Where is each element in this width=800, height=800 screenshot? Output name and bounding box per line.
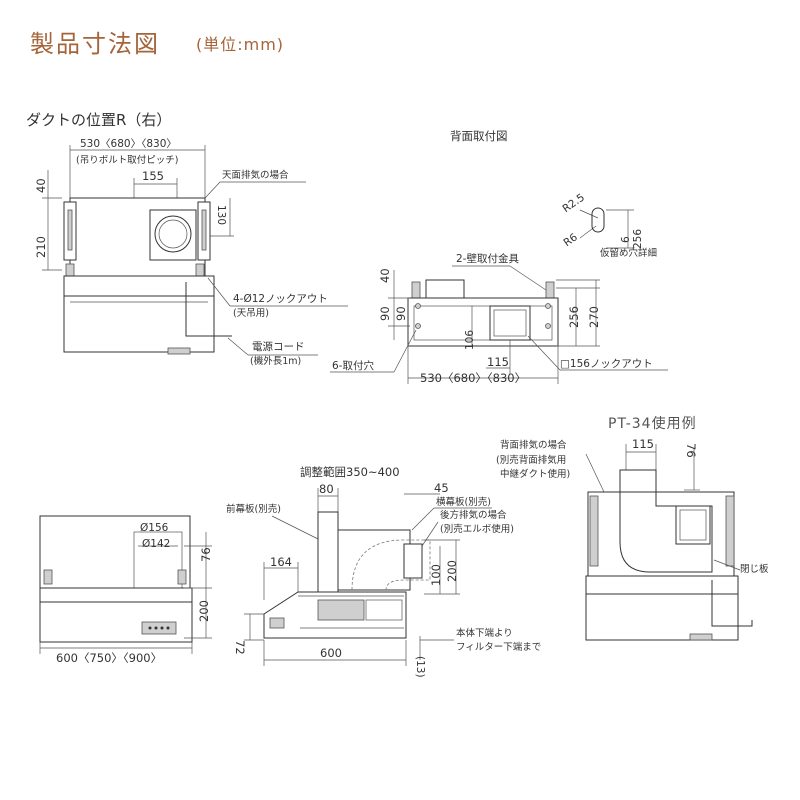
bm-dim-115: 115 bbox=[487, 355, 509, 369]
side-dim-45: 45 bbox=[434, 481, 449, 495]
dim-210: 210 bbox=[34, 236, 48, 258]
side-dim-72: 72 bbox=[233, 640, 247, 655]
dim-40-left: 40 bbox=[34, 178, 48, 193]
knockout-4-label: 4-Ø12ノックアウト bbox=[233, 293, 328, 305]
dim-r6: R6 bbox=[561, 231, 580, 249]
knockout-156-label: □156ノックアウト bbox=[560, 358, 653, 370]
front-view-upper: 530〈680〉〈830〉 (吊りボルト取付ピッチ) 155 天面排気の場合 4… bbox=[34, 138, 348, 367]
side-dim-80: 80 bbox=[319, 482, 334, 496]
body-bottom-label: 本体下端より bbox=[456, 627, 513, 639]
side-dim-600: 600 bbox=[320, 646, 342, 660]
knockout-4-sub: (天吊用) bbox=[233, 308, 269, 319]
dim-155: 155 bbox=[142, 169, 164, 183]
side-panel-label: 横幕板(別売) bbox=[436, 496, 491, 508]
f-dim-142: Ø142 bbox=[142, 538, 170, 550]
back-mount-title: 背面取付図 bbox=[450, 129, 508, 143]
side-dim-13: (13) bbox=[414, 656, 426, 678]
side-dim-200: 200 bbox=[445, 560, 459, 582]
dim-6: 6 bbox=[620, 236, 632, 243]
dim-bolt-pitch: (吊りボルト取付ピッチ) bbox=[76, 155, 178, 166]
front-view-lower: Ø156 Ø142 76 200 600〈750〉〈900〉 bbox=[39, 515, 213, 665]
dim-top-width: 530〈680〉〈830〉 bbox=[80, 138, 177, 150]
pt-dim-76: 76 bbox=[684, 443, 698, 458]
side-dim-164: 164 bbox=[270, 555, 292, 569]
unit-note: (単位:mm) bbox=[196, 35, 284, 54]
power-cord-sub: (機外長1m) bbox=[250, 355, 301, 367]
back-exhaust-sub1: (別売背面排気用 bbox=[496, 454, 566, 466]
back-exhaust-sub2: 中継ダクト使用) bbox=[500, 468, 570, 480]
side-dim-100: 100 bbox=[429, 564, 443, 586]
f-dim-200: 200 bbox=[197, 600, 211, 622]
f-dim-76: 76 bbox=[199, 547, 213, 562]
ceiling-exhaust-label: 天面排気の場合 bbox=[222, 169, 289, 181]
back-mount-view: R2.5 R6 6 256 仮留め穴詳細 2-壁取付金具 bbox=[330, 192, 668, 385]
bm-dim-40: 40 bbox=[378, 268, 392, 283]
bm-dim-106: 106 bbox=[464, 330, 476, 350]
bm-dim-90b: 90 bbox=[394, 306, 408, 321]
bm-dim-270: 270 bbox=[587, 306, 601, 328]
bm-width: 530〈680〉〈830〉 bbox=[420, 371, 526, 385]
pt34-title: PT-34使用例 bbox=[608, 415, 697, 432]
dim-130: 130 bbox=[215, 205, 227, 225]
pt-dim-115: 115 bbox=[632, 437, 654, 451]
page-title: 製品寸法図 bbox=[30, 30, 160, 58]
power-cord-label: 電源コード bbox=[252, 340, 305, 353]
back-exhaust-label: 背面排気の場合 bbox=[500, 439, 567, 451]
bm-dim-90a: 90 bbox=[378, 306, 392, 321]
rear-exhaust-sub: (別売エルボ使用) bbox=[440, 523, 514, 535]
dim-256a: 256 bbox=[632, 229, 644, 249]
duct-position-title: ダクトの位置R（右） bbox=[26, 111, 171, 129]
holes-6-label: 6-取付穴 bbox=[332, 359, 374, 372]
front-panel-label: 前幕板(別売) bbox=[226, 503, 281, 515]
bm-dim-256: 256 bbox=[567, 306, 581, 328]
temp-hole-label: 仮留め穴詳細 bbox=[600, 247, 657, 259]
pt34-view: PT-34使用例 背面排気の場合 (別売背面排気用 中継ダクト使用) 115 7… bbox=[496, 415, 769, 641]
front-width: 600〈750〉〈900〉 bbox=[56, 651, 162, 665]
close-plate-label: 閉じ板 bbox=[740, 563, 769, 575]
side-view: 調整範囲350~400 80 45 横幕板(別売) 後方排気の場合 (別売エルボ… bbox=[226, 465, 541, 678]
adj-range-label: 調整範囲350~400 bbox=[300, 465, 400, 479]
rear-exhaust-label: 後方排気の場合 bbox=[440, 509, 507, 521]
filter-bottom-label: フィルター下端まで bbox=[456, 641, 541, 653]
wall-bracket-label: 2-壁取付金具 bbox=[456, 252, 519, 265]
f-dim-156: Ø156 bbox=[140, 522, 169, 534]
